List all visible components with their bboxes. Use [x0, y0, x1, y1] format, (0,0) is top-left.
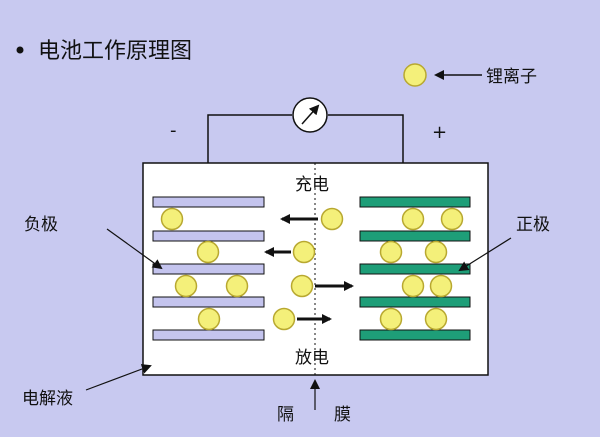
anode-plate	[152, 329, 265, 341]
meter-icon	[292, 97, 328, 133]
negative-terminal: -	[170, 120, 177, 141]
ion	[401, 207, 425, 231]
anode-ions	[160, 207, 249, 331]
discharge-label: 放电	[295, 348, 329, 368]
anode-plate	[152, 230, 265, 242]
ion	[379, 240, 403, 264]
ion	[424, 240, 448, 264]
legend-ion-label: 锂离子	[486, 67, 537, 87]
ion	[401, 274, 425, 298]
separator-label-left: 隔	[277, 405, 294, 425]
cathode-label: 正极	[516, 215, 550, 235]
ion	[440, 207, 464, 231]
cathode-ions	[379, 207, 464, 331]
anode-plate	[152, 263, 265, 275]
page-title: 电池工作原理图	[38, 39, 192, 64]
flow-arrows	[264, 214, 354, 324]
charge-label: 充电	[295, 175, 329, 195]
positive-terminal: +	[432, 122, 447, 143]
ion	[174, 274, 198, 298]
ion	[272, 307, 296, 331]
separator-label-right: 膜	[334, 405, 351, 425]
anode-pointer	[106, 228, 163, 270]
electrolyte-pointer	[85, 364, 152, 391]
anode-label: 负极	[24, 215, 58, 235]
ion	[290, 274, 314, 298]
cathode-plate	[359, 196, 471, 208]
ion	[196, 240, 220, 264]
ion	[429, 274, 453, 298]
anode-plate	[152, 296, 265, 308]
electrolyte-label: 电解液	[22, 389, 73, 409]
anode-plates	[152, 196, 265, 341]
legend-ion-icon	[403, 63, 427, 87]
title-bullet	[16, 46, 24, 54]
cathode-pointer	[458, 237, 512, 272]
ion	[160, 207, 184, 231]
migrating-ions	[272, 207, 344, 331]
anode-plate	[152, 196, 265, 208]
ion	[320, 207, 344, 231]
cathode-plate	[359, 296, 471, 308]
ion	[225, 274, 249, 298]
cathode-plate	[359, 329, 471, 341]
cathode-plates	[359, 196, 471, 341]
cathode-plate	[359, 230, 471, 242]
cathode-plate	[359, 263, 471, 275]
ion	[292, 240, 316, 264]
ion	[424, 307, 448, 331]
ion	[197, 307, 221, 331]
ion	[379, 307, 403, 331]
